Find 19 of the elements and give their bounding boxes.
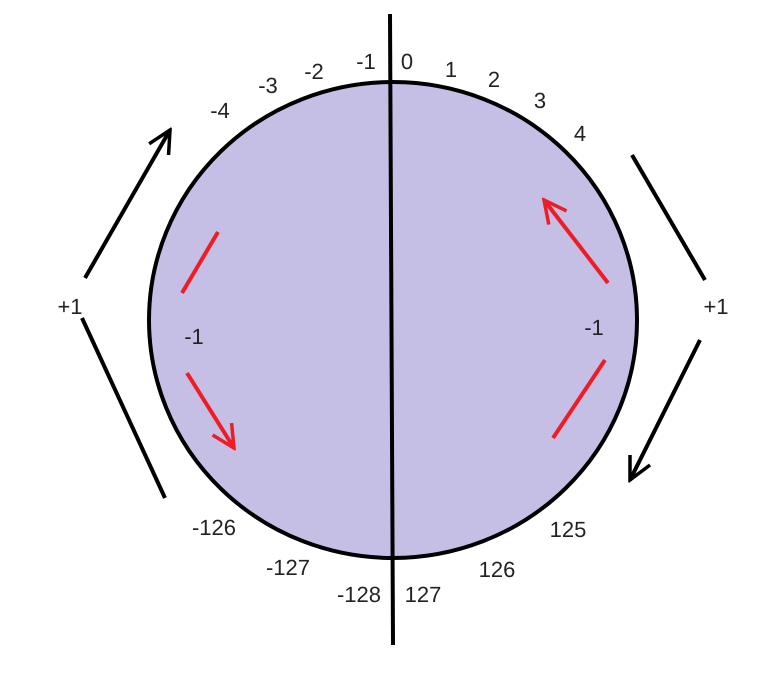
number-label: 126 xyxy=(478,559,516,581)
number-label: -3 xyxy=(258,75,278,97)
number-label: -1 xyxy=(184,326,204,348)
number-label: -127 xyxy=(266,557,310,579)
number-label: 2 xyxy=(488,69,500,91)
number-label: -4 xyxy=(210,100,230,122)
number-label: 4 xyxy=(574,123,586,145)
number-label: -128 xyxy=(336,584,382,606)
number-label: -126 xyxy=(192,517,236,539)
number-label: 125 xyxy=(550,519,586,541)
number-label: 3 xyxy=(534,90,546,112)
number-label: +1 xyxy=(57,296,83,318)
number-label: -1 xyxy=(356,51,376,73)
number-label: -1 xyxy=(584,317,604,339)
number-label: 1 xyxy=(444,59,458,81)
number-label: +1 xyxy=(703,296,729,318)
number-label: -2 xyxy=(304,61,324,83)
number-label: 127 xyxy=(404,584,442,606)
number-label: 0 xyxy=(400,51,414,73)
